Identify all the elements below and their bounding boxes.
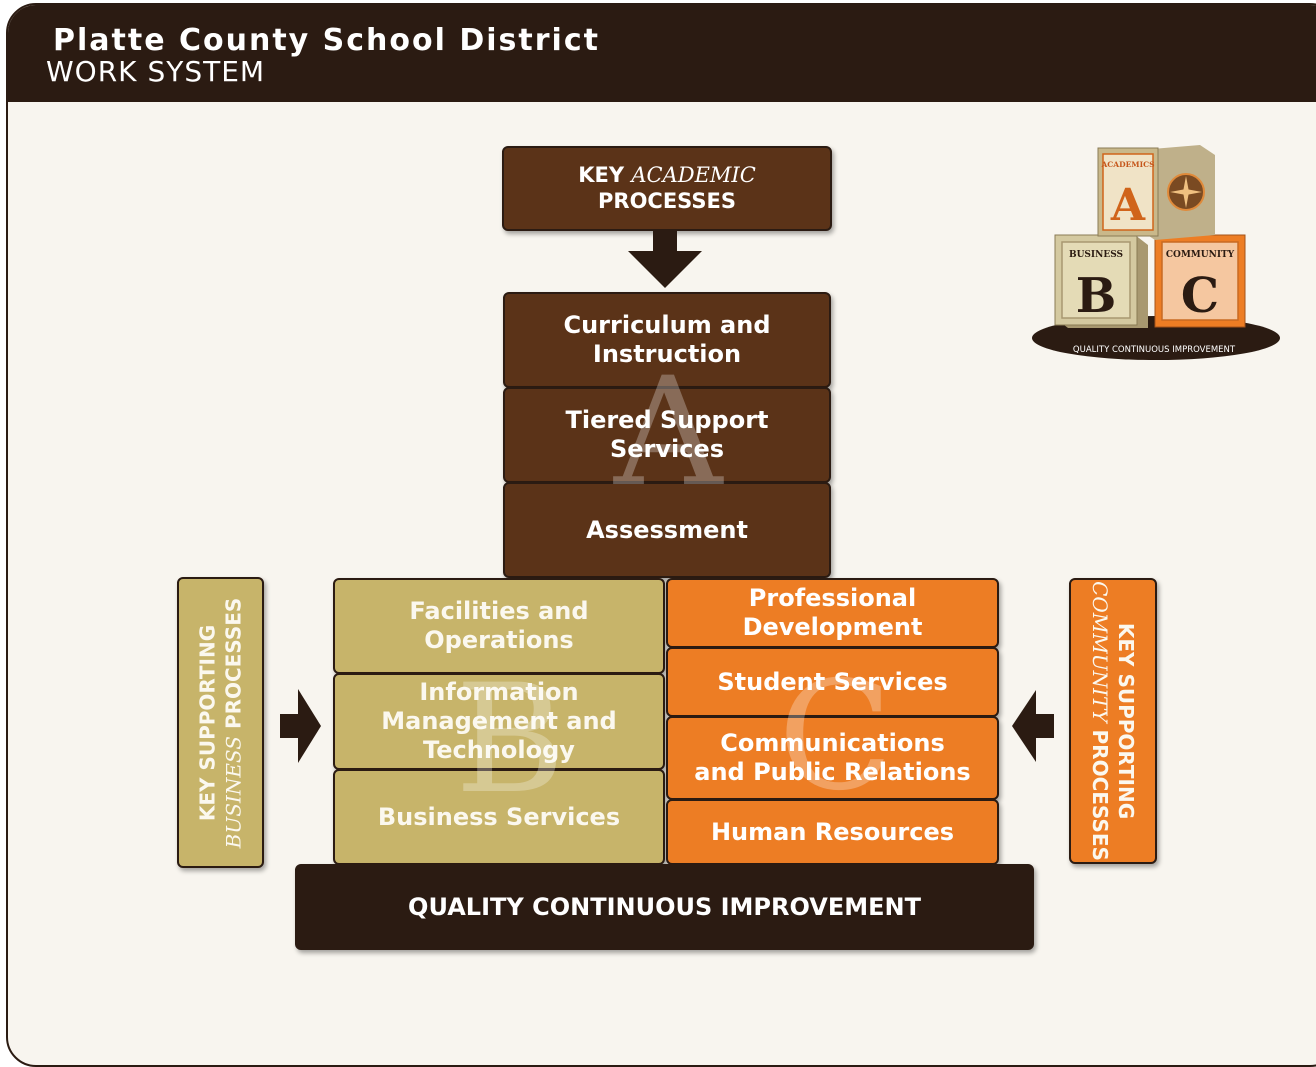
community-side-line2: COMMUNITY PROCESSES	[1087, 581, 1113, 861]
business-item-label: Business Services	[377, 802, 621, 831]
logo-base-label: QUALITY CONTINUOUS IMPROVEMENT	[1073, 345, 1236, 355]
academic-item-curriculum: Curriculum and Instruction	[503, 292, 831, 388]
abc-blocks-logo: QUALITY CONTINUOUS IMPROVEMENT BUSINESS …	[1032, 145, 1280, 360]
community-item-label: Student Services	[717, 667, 948, 696]
community-item-human-resources: Human Resources	[666, 799, 999, 865]
logo-block-a: ACADEMICS A	[1097, 145, 1215, 240]
community-side-type: COMMUNITY	[1088, 581, 1113, 723]
base-label: QUALITY CONTINUOUS IMPROVEMENT	[408, 892, 921, 921]
business-item-label: Facilities and Operations	[409, 597, 589, 654]
academic-item-label: Assessment	[586, 515, 748, 544]
page-subtitle: WORK SYSTEM	[46, 55, 266, 88]
community-item-label: Human Resources	[710, 817, 955, 846]
logo-block-c: COMMUNITY C	[1154, 234, 1246, 328]
key-supporting-community-label: KEY SUPPORTING COMMUNITY PROCESSES	[1069, 578, 1157, 864]
business-side-line1: KEY SUPPORTING	[195, 624, 221, 820]
community-side-key: KEY SUPPORTING	[1114, 622, 1139, 820]
logo-block-b: BUSINESS B	[1054, 234, 1148, 328]
quality-continuous-improvement-base: QUALITY CONTINUOUS IMPROVEMENT	[295, 864, 1034, 950]
community-side-processes: PROCESSES	[1088, 729, 1113, 861]
logo-block-c-letter: C	[1181, 268, 1219, 324]
academic-item-label: Tiered Support Services	[565, 406, 769, 463]
business-item-facilities: Facilities and Operations	[333, 578, 665, 674]
key-academic-key: KEY	[578, 163, 625, 188]
academic-item-assessment: Assessment	[503, 482, 831, 578]
community-item-professional-development: Professional Development	[666, 578, 999, 648]
key-academic-line: KEY ACADEMIC	[578, 163, 756, 188]
community-item-communications: Communications and Public Relations	[666, 716, 999, 800]
community-item-label: Communications and Public Relations	[694, 729, 971, 786]
logo-block-b-letter: B	[1076, 268, 1117, 324]
business-item-information-management: Information Management and Technology	[333, 673, 665, 770]
business-item-business-services: Business Services	[333, 769, 665, 865]
right-arrow-icon	[280, 689, 321, 763]
key-supporting-business-label: KEY SUPPORTING BUSINESS PROCESSES	[177, 577, 264, 868]
key-academic-processes: PROCESSES	[598, 188, 736, 213]
logo-block-a-letter: A	[1110, 180, 1146, 231]
logo-block-a-label: ACADEMICS	[1100, 160, 1154, 169]
community-item-student-services: Student Services	[666, 647, 999, 717]
academic-item-tiered-support: Tiered Support Services	[503, 387, 831, 483]
community-side-line1: KEY SUPPORTING	[1113, 623, 1139, 819]
community-item-label: Professional Development	[742, 584, 923, 641]
header-bar: Platte County School District WORK SYSTE…	[8, 5, 1316, 102]
page-title: Platte County School District	[53, 23, 600, 58]
key-academic-processes-box: KEY ACADEMIC PROCESSES	[502, 146, 832, 231]
logo-block-b-label: BUSINESS	[1069, 250, 1123, 260]
business-side-line2: BUSINESS PROCESSES	[221, 597, 247, 848]
business-item-label: Information Management and Technology	[381, 678, 617, 764]
left-arrow-icon	[1012, 690, 1054, 762]
business-side-processes: PROCESSES	[221, 597, 246, 729]
logo-block-c-label: COMMUNITY	[1166, 250, 1235, 260]
academic-item-label: Curriculum and Instruction	[563, 311, 771, 368]
down-arrow-icon	[628, 231, 702, 288]
key-academic-type: ACADEMIC	[631, 163, 756, 188]
business-side-key: KEY SUPPORTING	[195, 624, 220, 821]
business-side-type: BUSINESS	[221, 735, 246, 848]
